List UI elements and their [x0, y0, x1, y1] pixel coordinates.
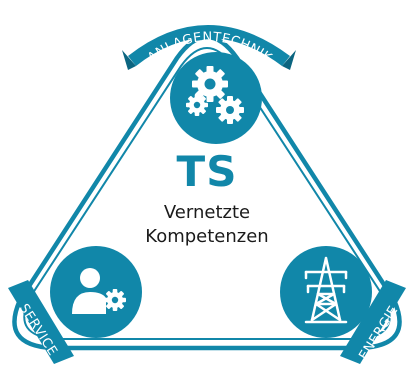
center-title: TS — [176, 147, 238, 196]
center-subtitle-line1: Vernetzte — [163, 202, 251, 223]
circle-top — [170, 52, 262, 144]
gears-icon — [186, 66, 244, 124]
circle-left — [50, 246, 142, 338]
center-subtitle-line2: Kompetenzen — [145, 226, 269, 247]
ribbon-right — [340, 280, 406, 364]
ribbon-left — [8, 280, 74, 364]
power-pylon-icon — [304, 256, 348, 324]
user-gear-icon — [72, 268, 126, 314]
circle-right — [280, 246, 372, 338]
triangle-outline-inner — [23, 47, 391, 340]
ribbon-top — [122, 25, 296, 70]
